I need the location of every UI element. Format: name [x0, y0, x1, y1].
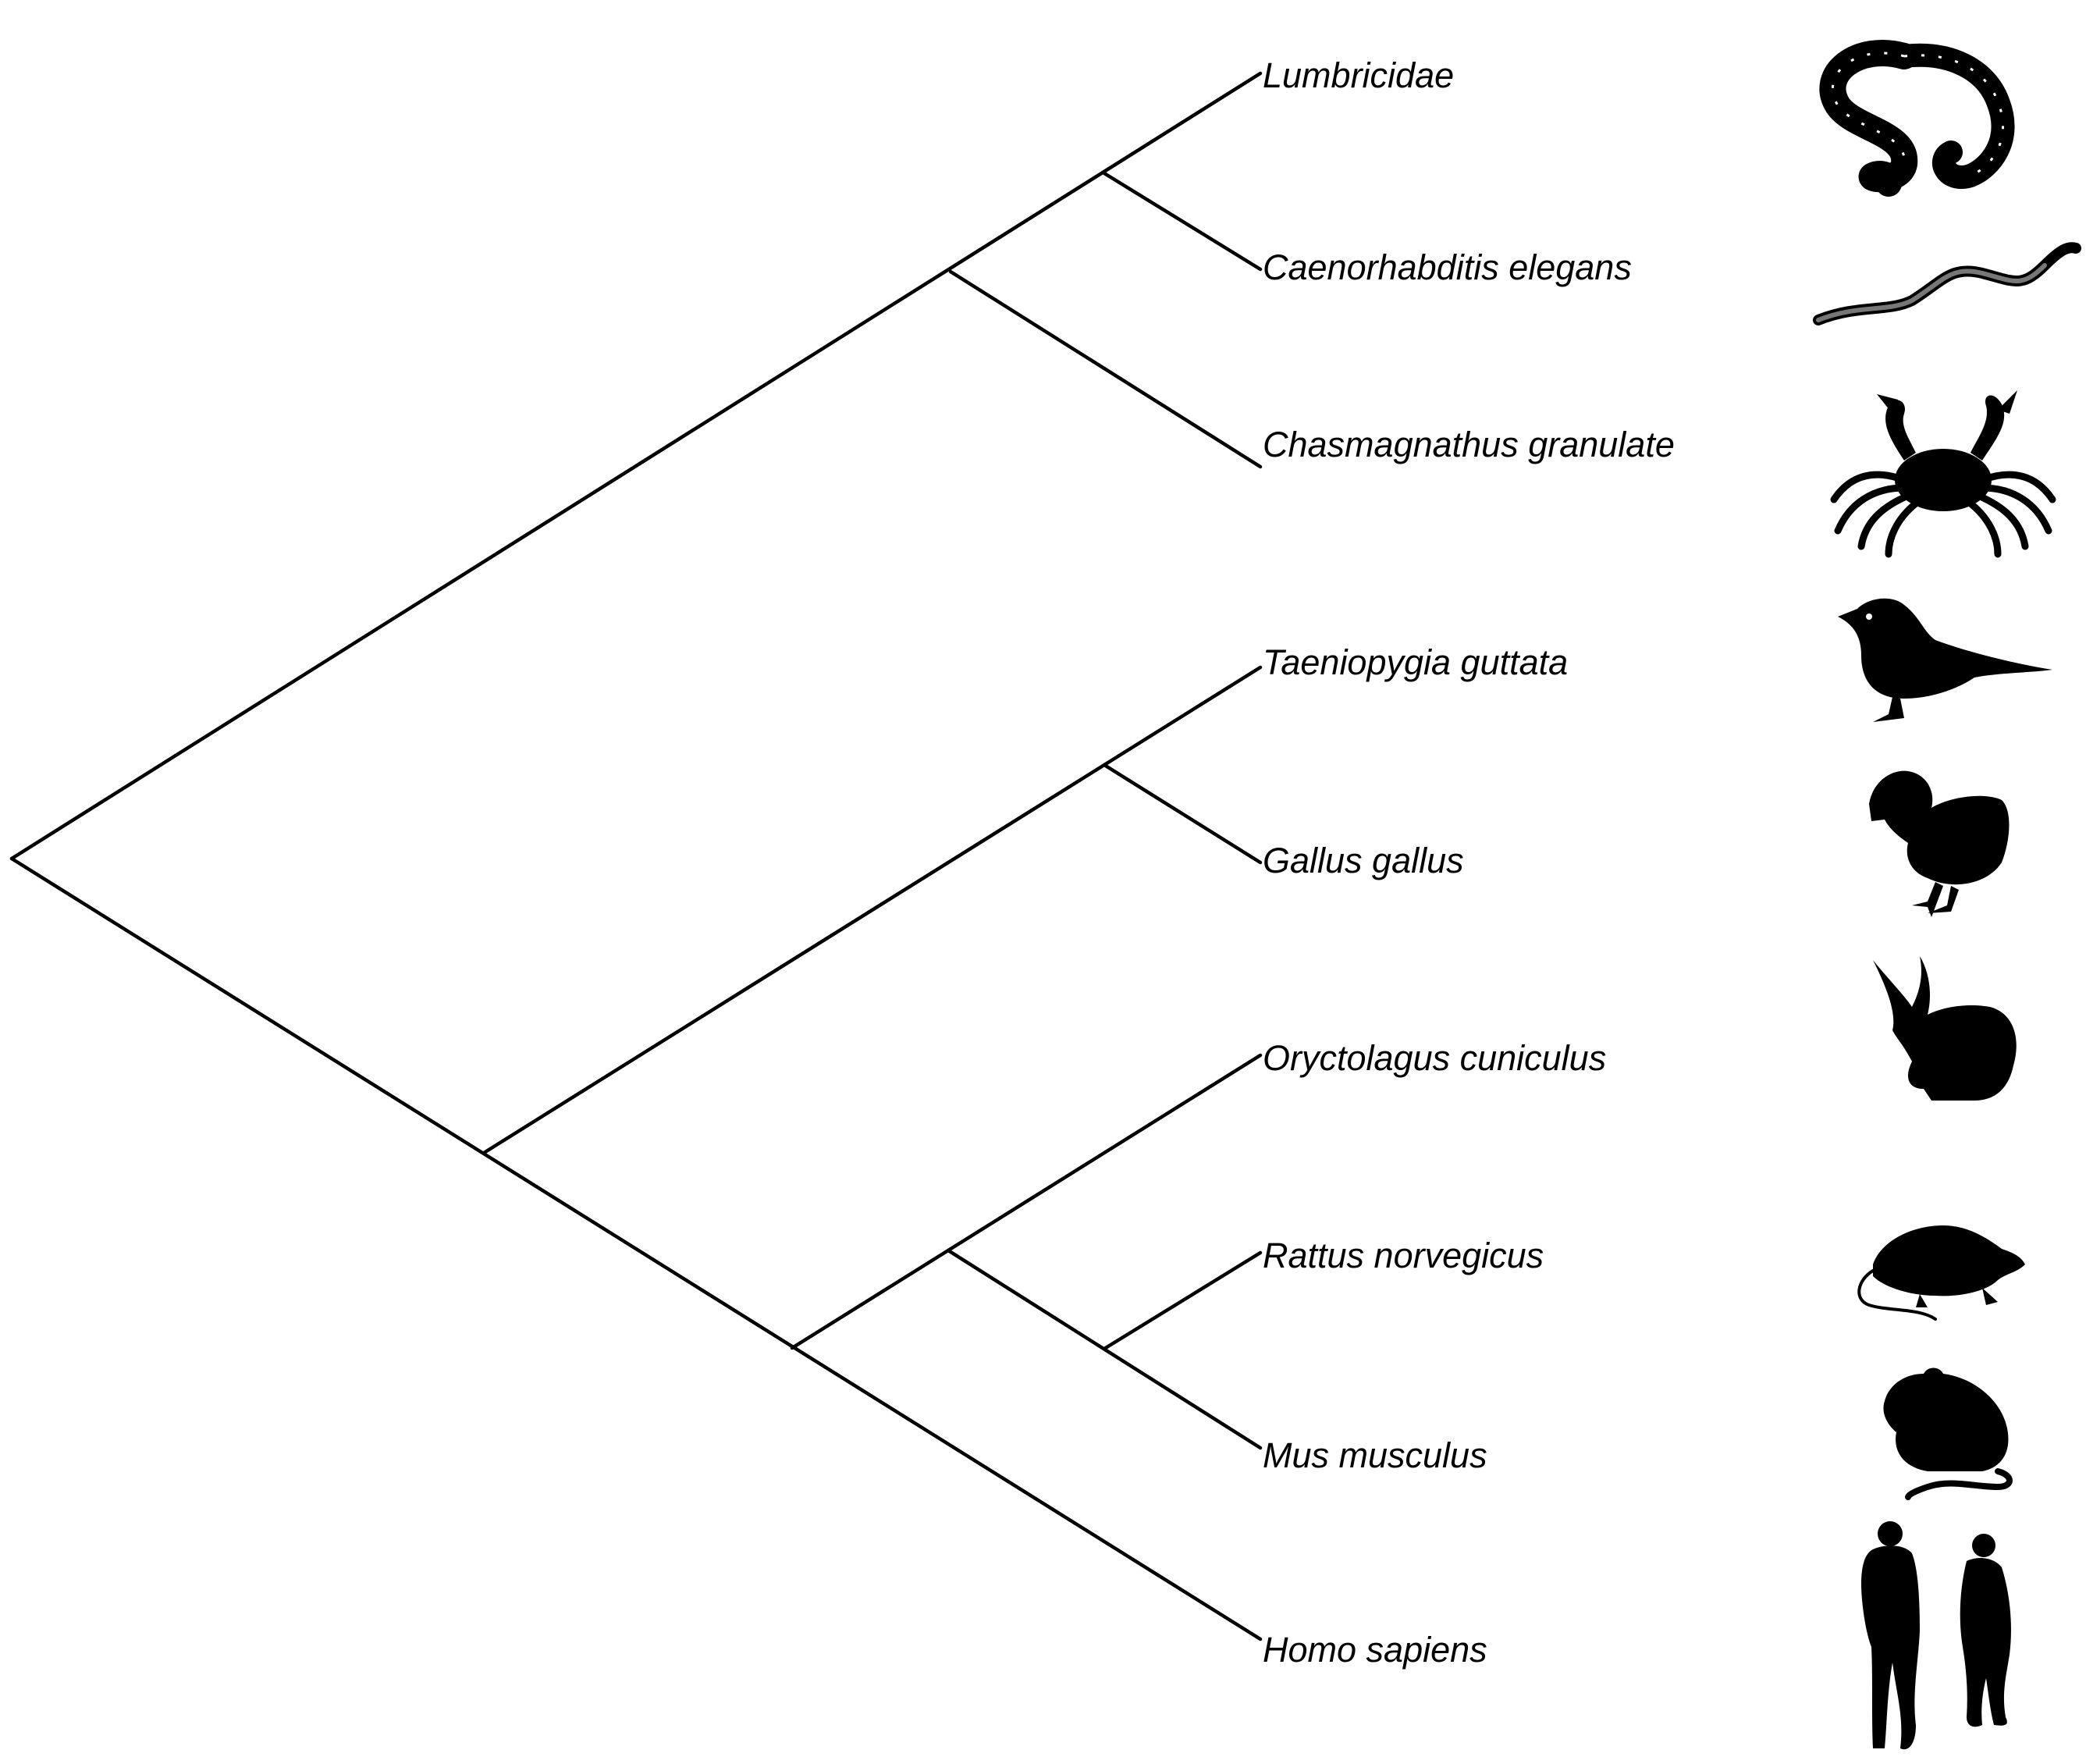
branches: [9, 71, 1263, 1641]
crab-icon: [1830, 390, 2056, 558]
branch-caenorhabditis: [1102, 171, 1263, 272]
branch-root-to-homo-sapiens: [9, 856, 1263, 1641]
finch-icon: [1838, 598, 2052, 722]
rabbit-icon: [1873, 956, 2017, 1101]
taxon-label-gallus-gallus: Gallus gallus: [1263, 841, 1464, 880]
branch-to-taeniopygia: [482, 665, 1263, 1155]
rat-icon: [1857, 1225, 2025, 1321]
branch-gallus: [1102, 763, 1263, 865]
taxon-label-taeniopygia-guttata: Taeniopygia guttata: [1263, 642, 1568, 682]
taxon-label-lumbricidae: Lumbricidae: [1263, 55, 1454, 95]
taxon-label-mus-musculus: Mus musculus: [1263, 1435, 1487, 1475]
earthworm-icon: [1819, 40, 2015, 197]
mouse-icon: [1883, 1367, 2013, 1500]
taxon-label-oryctolagus-cuniculus: Oryctolagus cuniculus: [1263, 1038, 1606, 1078]
taxon-label-homo-sapiens: Homo sapiens: [1263, 1630, 1487, 1670]
nematode-icon: [1813, 242, 2081, 325]
taxon-label-caenorhabditis-elegans: Caenorhabditis elegans: [1263, 247, 1632, 287]
taxon-label-chasmagnathus-granulate: Chasmagnathus granulate: [1263, 425, 1675, 464]
silhouettes: [1813, 40, 2081, 1750]
branch-root-to-lumbricidae: [9, 71, 1263, 861]
branch-rattus: [1102, 1250, 1263, 1351]
chick-icon: [1869, 770, 2010, 917]
branch-chasmagnathus: [948, 269, 1263, 469]
taxon-label-rattus-norvegicus: Rattus norvegicus: [1263, 1236, 1544, 1275]
humans-icon: [1861, 1521, 2011, 1750]
taxon-labels: Lumbricidae Caenorhabditis elegans Chasm…: [1263, 55, 1675, 1670]
branch-to-oryctolagus: [790, 1053, 1263, 1350]
